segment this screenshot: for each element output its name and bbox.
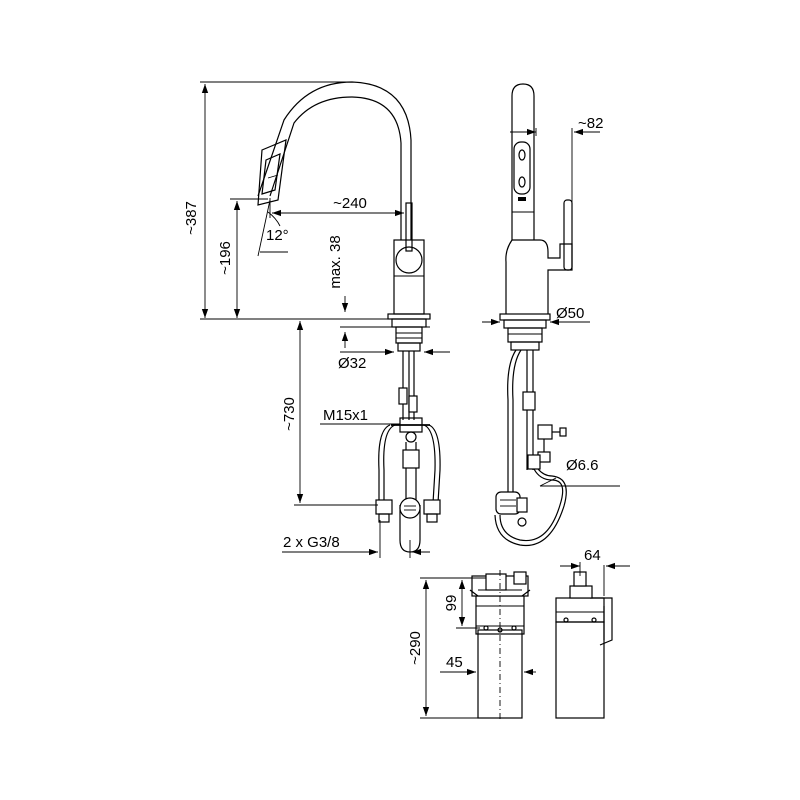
dim-thread: M15x1 (323, 407, 368, 424)
dim-max-thickness: max. 38 (327, 235, 344, 288)
dim-hole-diameter: Ø32 (338, 355, 366, 372)
dim-reach: ~240 (333, 195, 367, 212)
dim-box-depth: 64 (584, 547, 601, 564)
box-side-view (555, 571, 613, 719)
dim-connections: 2 x G3/8 (283, 534, 340, 551)
dim-box-top: 99 (443, 595, 460, 612)
dimension-lines (200, 81, 630, 722)
dim-height-total: ~387 (183, 201, 200, 235)
dimension-labels: ~387 ~196 ~240 12° max. 38 Ø32 ~730 M15x… (183, 115, 603, 671)
dim-under-length: ~730 (281, 397, 298, 431)
dim-hose-diameter: Ø6.6 (566, 457, 599, 474)
front-view-faucet (257, 81, 441, 553)
dim-base-diameter: Ø50 (556, 305, 584, 322)
dim-box-height: ~290 (407, 631, 424, 665)
dim-angle: 12° (266, 227, 289, 244)
dim-box-width: 45 (446, 654, 463, 671)
side-view-faucet (494, 83, 573, 547)
dim-height-spout: ~196 (217, 241, 234, 275)
dim-offset-side: ~82 (578, 115, 603, 132)
